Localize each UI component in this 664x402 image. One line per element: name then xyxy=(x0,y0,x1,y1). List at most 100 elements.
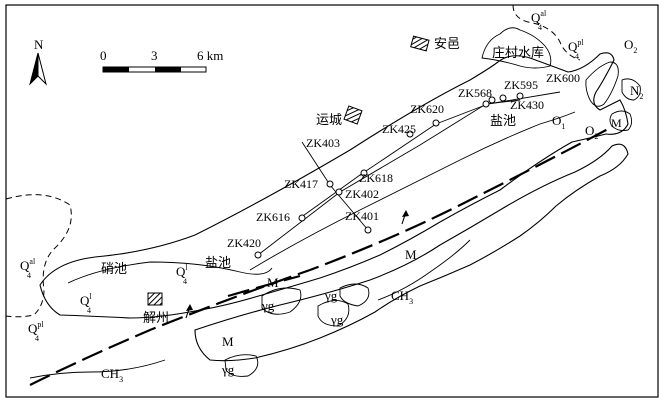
well-zk600-label: ZK600 xyxy=(546,71,580,85)
unit-granite-label-1: γg xyxy=(261,298,275,313)
granite-body-2 xyxy=(317,300,350,327)
unit-q4l-west-label: Ql 4 xyxy=(80,292,92,315)
fault-arrow-icon xyxy=(185,210,409,319)
well-zk568-label: ZK568 xyxy=(458,86,492,100)
basin-outline xyxy=(39,52,629,319)
town-yuncheng-label: 运城 xyxy=(316,113,342,128)
west-dashed-boundary xyxy=(5,194,72,318)
north-label: N xyxy=(34,37,44,52)
well-zk620-label: ZK620 xyxy=(410,102,444,116)
north-arrow-icon: N xyxy=(29,37,47,86)
scale-tick-6km: 6 km xyxy=(197,48,223,63)
town-xiezhou-label: 解州 xyxy=(143,311,169,326)
unit-m-east-label: M xyxy=(611,116,622,130)
well-zk401-marker[interactable] xyxy=(364,226,372,234)
svg-text:Qal: Qal xyxy=(20,257,36,273)
salt-lake-east-label: 盐池 xyxy=(490,114,516,129)
unit-q4pl-ne-label: Qpl 4 xyxy=(568,38,584,61)
svg-text:N2: N2 xyxy=(630,83,643,101)
scale-tick-0: 0 xyxy=(100,48,107,63)
well-zk620-marker[interactable] xyxy=(432,119,440,127)
well-zk616-label: ZK616 xyxy=(256,210,290,224)
well-zk430-marker[interactable] xyxy=(488,96,496,104)
unit-q4l-lake-label: Ql 4 xyxy=(176,263,188,286)
well-zk420-label: ZK420 xyxy=(227,236,261,250)
well-zk595-marker[interactable] xyxy=(499,94,507,102)
well-zk600-marker[interactable] xyxy=(516,92,524,100)
reservoir-label: 庄村水库 xyxy=(492,45,544,61)
m-outcrop-east xyxy=(609,110,633,131)
well-zk402-marker[interactable] xyxy=(335,188,343,196)
nitrate-lake-label: 硝池 xyxy=(101,262,127,277)
unit-ch3-west-label: CH3 xyxy=(101,366,123,384)
unit-m-label-2: M xyxy=(267,275,279,290)
well-zk618-label: ZK618 xyxy=(359,171,393,185)
unit-o1-label: O1 xyxy=(552,113,565,131)
unit-m-label-1: M xyxy=(405,247,417,262)
svg-text:4: 4 xyxy=(87,306,91,315)
well-zk402-label: ZK402 xyxy=(345,187,379,201)
town-anyi-label: 安邑 xyxy=(434,37,460,52)
fault-line xyxy=(29,127,611,386)
unit-q4al-ne-label: Qal 4 xyxy=(531,9,547,32)
svg-text:CH3: CH3 xyxy=(391,288,413,306)
granite-body-4 xyxy=(224,354,259,377)
scale-tick-3: 3 xyxy=(151,48,158,63)
svg-text:4: 4 xyxy=(575,52,579,61)
well-zk417-marker[interactable] xyxy=(326,180,334,188)
well-zk616-marker[interactable] xyxy=(298,214,306,222)
well-zk420-marker[interactable] xyxy=(254,251,262,259)
svg-text:Qpl: Qpl xyxy=(28,320,44,336)
well-zk401-label: ZK401 xyxy=(345,209,379,223)
well-zk430-label: ZK430 xyxy=(510,98,544,112)
mountain-outline xyxy=(194,143,629,362)
well-zk425-marker[interactable] xyxy=(406,130,414,138)
svg-text:4: 4 xyxy=(538,23,542,32)
drill-wells xyxy=(254,92,524,259)
unit-q4al-west-label: Qal 4 xyxy=(20,257,36,280)
svg-text:O2: O2 xyxy=(624,37,637,55)
unit-q4pl-sw-label: Qpl 4 xyxy=(28,320,44,343)
unit-ch3-east-label: CH3 xyxy=(391,288,413,306)
well-zk595-label: ZK595 xyxy=(504,78,538,92)
salt-lake-west-label: 盐池 xyxy=(205,256,231,271)
well-zk618-marker[interactable] xyxy=(360,169,368,177)
svg-text:Qpl: Qpl xyxy=(568,38,584,54)
o2-outcrop xyxy=(585,61,619,107)
granite-body-1 xyxy=(261,287,302,315)
scale-bar: 0 3 6 km xyxy=(100,48,223,73)
well-zk568-marker[interactable] xyxy=(482,100,490,108)
svg-text:O1: O1 xyxy=(552,113,565,131)
svg-text:4: 4 xyxy=(27,271,31,280)
svg-text:Qal: Qal xyxy=(531,9,547,25)
northeast-dashed-boundary xyxy=(512,4,581,61)
n2-outcrop xyxy=(621,78,641,101)
unit-o2-label: O2 xyxy=(585,123,598,141)
well-zk417-label: ZK417 xyxy=(284,177,318,191)
well-zk403-label: ZK403 xyxy=(306,136,340,150)
unit-o2-ne-label: O2 xyxy=(624,37,637,55)
reservoir-outline xyxy=(481,27,552,69)
svg-text:4: 4 xyxy=(35,334,39,343)
svg-text:Ql: Ql xyxy=(80,292,92,308)
unit-granite-label-3: γg xyxy=(330,312,344,327)
svg-text:CH3: CH3 xyxy=(101,366,123,384)
granite-body-3 xyxy=(339,283,370,307)
svg-text:4: 4 xyxy=(183,277,187,286)
map-frame xyxy=(5,4,659,398)
svg-text:O2: O2 xyxy=(585,123,598,141)
nitrate-lake-boundary xyxy=(67,261,273,284)
unit-n2-label: N2 xyxy=(630,83,643,101)
ch3-boundary-west xyxy=(29,359,166,379)
well-zk425-label: ZK425 xyxy=(382,122,416,136)
fault-line-secondary xyxy=(227,274,301,298)
inner-lake-boundary xyxy=(249,111,576,271)
unit-granite-label-2: γg xyxy=(324,288,338,303)
unit-m-label-3: M xyxy=(222,334,234,349)
ch3-boundary-east xyxy=(377,239,471,301)
town-marker-icon xyxy=(147,35,430,306)
svg-text:Ql: Ql xyxy=(176,263,188,279)
unit-granite-label-4: γg xyxy=(221,362,235,377)
